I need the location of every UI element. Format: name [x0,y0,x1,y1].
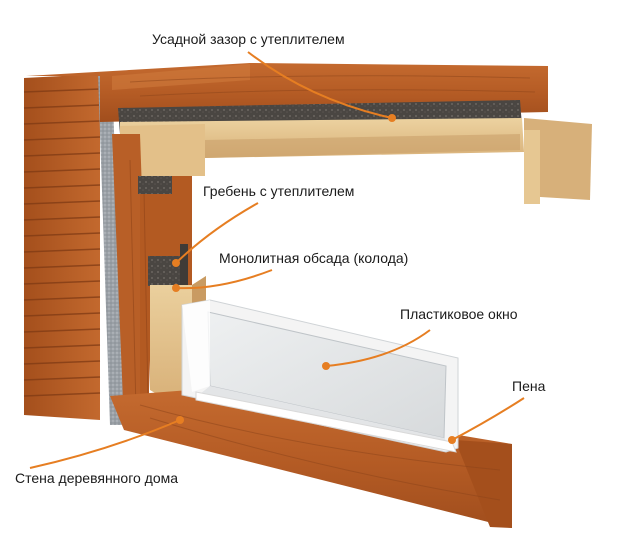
side-wall-log [112,134,192,425]
callout-dot-shrink-gap [388,114,396,122]
wall-log-lines [23,88,101,397]
top-tenon [138,176,172,194]
callout-line-wall [29,419,181,469]
callout-dot-wall [176,416,184,424]
callout-line-shrink-gap [247,51,393,119]
callout-line-tenon [175,202,259,264]
top-casing-board [120,118,592,204]
callout-dot-tenon [172,259,180,267]
callout-dot-casing [172,284,180,292]
callout-dots [172,114,456,444]
callout-line-window [325,329,431,367]
callout-dot-window [322,362,330,370]
foam-strip [195,391,457,453]
exterior-wall-face [24,74,100,420]
label-shrink-gap: Усадной зазор с утеплителем [152,31,345,47]
callout-line-foam [451,397,525,441]
label-casing: Монолитная обсада (колода) [219,250,409,266]
wall-gap-strip [98,72,124,425]
label-foam: Пена [512,378,546,394]
label-window: Пластиковое окно [400,306,518,322]
callout-dot-foam [448,436,456,444]
label-wall: Стена деревянного дома [15,470,179,486]
bottom-wall-beam [110,390,512,528]
callout-lines [29,51,525,469]
label-tenon: Гребень с утеплителем [203,183,355,199]
callout-line-casing [175,269,273,290]
